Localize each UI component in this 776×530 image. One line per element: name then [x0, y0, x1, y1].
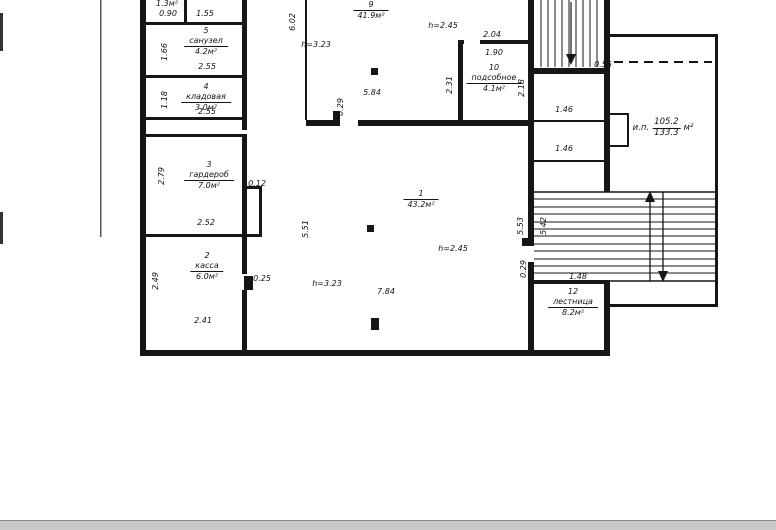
dim-label: 0.29 — [336, 98, 345, 116]
dim-label: 1.90 — [485, 48, 503, 57]
total-area-numerator: 105.2 — [652, 117, 681, 129]
room-area: 7.0м² — [198, 181, 220, 190]
dim-label: h=2.45 — [428, 21, 458, 30]
dim-label: h=3.23 — [301, 40, 331, 49]
room-number: 12 — [567, 287, 579, 296]
stair-arrowhead-up — [645, 191, 655, 202]
room-number: 10 — [488, 63, 500, 72]
room-number: 5 — [203, 26, 209, 35]
room-number: 1 — [403, 189, 439, 200]
dim-label: 1.66 — [160, 43, 169, 61]
dim-label: 5.53 — [516, 217, 525, 235]
room-area: 6.0м² — [196, 272, 218, 281]
dim-label: 2.31 — [445, 76, 454, 94]
dim-label: 1.55 — [196, 9, 214, 18]
room-area: 3.0м² — [195, 103, 217, 112]
dim-label: h=2.45 — [438, 244, 468, 253]
scan-mark — [0, 13, 3, 51]
dim-label: 2.18 — [517, 79, 526, 97]
dim-label: 2.55 — [198, 62, 216, 71]
room-area: 41.9м² — [357, 11, 385, 20]
stair-treads-top — [540, 0, 598, 67]
room-name: лестница — [548, 297, 598, 308]
dim-label: 1.18 — [160, 91, 169, 109]
shaft-outline — [610, 113, 629, 147]
dim-label: 5.42 — [539, 217, 548, 235]
dim-label: 2.49 — [151, 272, 160, 290]
dim-label: 0.29 — [519, 260, 528, 278]
total-area-prefix: и.п. — [632, 123, 650, 134]
dim-label: 1.48 — [569, 272, 587, 281]
room-name: кладовая — [181, 92, 231, 103]
room-name: санузел — [184, 36, 228, 47]
total-area-denominator: 133.3 — [654, 127, 679, 138]
stair-arrowhead-down — [658, 271, 668, 282]
room-number: 9 — [353, 0, 389, 11]
room-area: 4.2м² — [195, 47, 217, 56]
dim-label: 2.55 — [198, 107, 216, 116]
scan-bottom-strip — [0, 521, 776, 530]
dim-label: 1.46 — [555, 105, 573, 114]
dim-label: 5.84 — [363, 88, 381, 97]
dim-label: h=3.23 — [312, 279, 342, 288]
dim-label: 1.3м² — [156, 0, 178, 8]
dim-label: 6.02 — [288, 13, 297, 31]
dim-label: 0.55 — [594, 60, 612, 69]
dim-label: 2.41 — [194, 316, 212, 325]
dim-label: 2.79 — [157, 167, 166, 185]
dim-label: 2.04 — [483, 30, 501, 39]
scan-mark — [0, 212, 3, 244]
dim-label: 2.52 — [197, 218, 215, 227]
room-name: подсобное — [466, 73, 522, 84]
room-number: 3 — [206, 160, 212, 169]
stair-treads-right — [534, 198, 715, 274]
room-area: 8.2м² — [562, 308, 584, 317]
room-area: 4.1м² — [483, 84, 505, 93]
total-area-label: и.п. 105.2 133.3 м² — [632, 117, 694, 139]
scan-edge-line — [100, 0, 102, 237]
room-number: 2 — [204, 251, 210, 260]
dim-label: 7.84 — [377, 287, 395, 296]
dim-label: 0.25 — [253, 274, 271, 283]
dim-label: 0.90 — [159, 9, 177, 18]
dim-label: 5.51 — [301, 220, 310, 238]
room-number: 4 — [203, 82, 209, 91]
total-area-fraction: 105.2 133.3 — [652, 117, 681, 139]
stair-arrowhead-top — [566, 54, 576, 65]
stair-bounds-right — [534, 191, 715, 282]
room-name: гардероб — [184, 170, 234, 181]
scan-bottom-strip — [0, 520, 776, 521]
room-name: касса — [190, 261, 224, 272]
dim-label: 1.46 — [555, 144, 573, 153]
dim-label: 0.12 — [248, 179, 266, 188]
room-area: 43.2м² — [407, 200, 435, 209]
total-area-unit: м² — [683, 123, 694, 134]
